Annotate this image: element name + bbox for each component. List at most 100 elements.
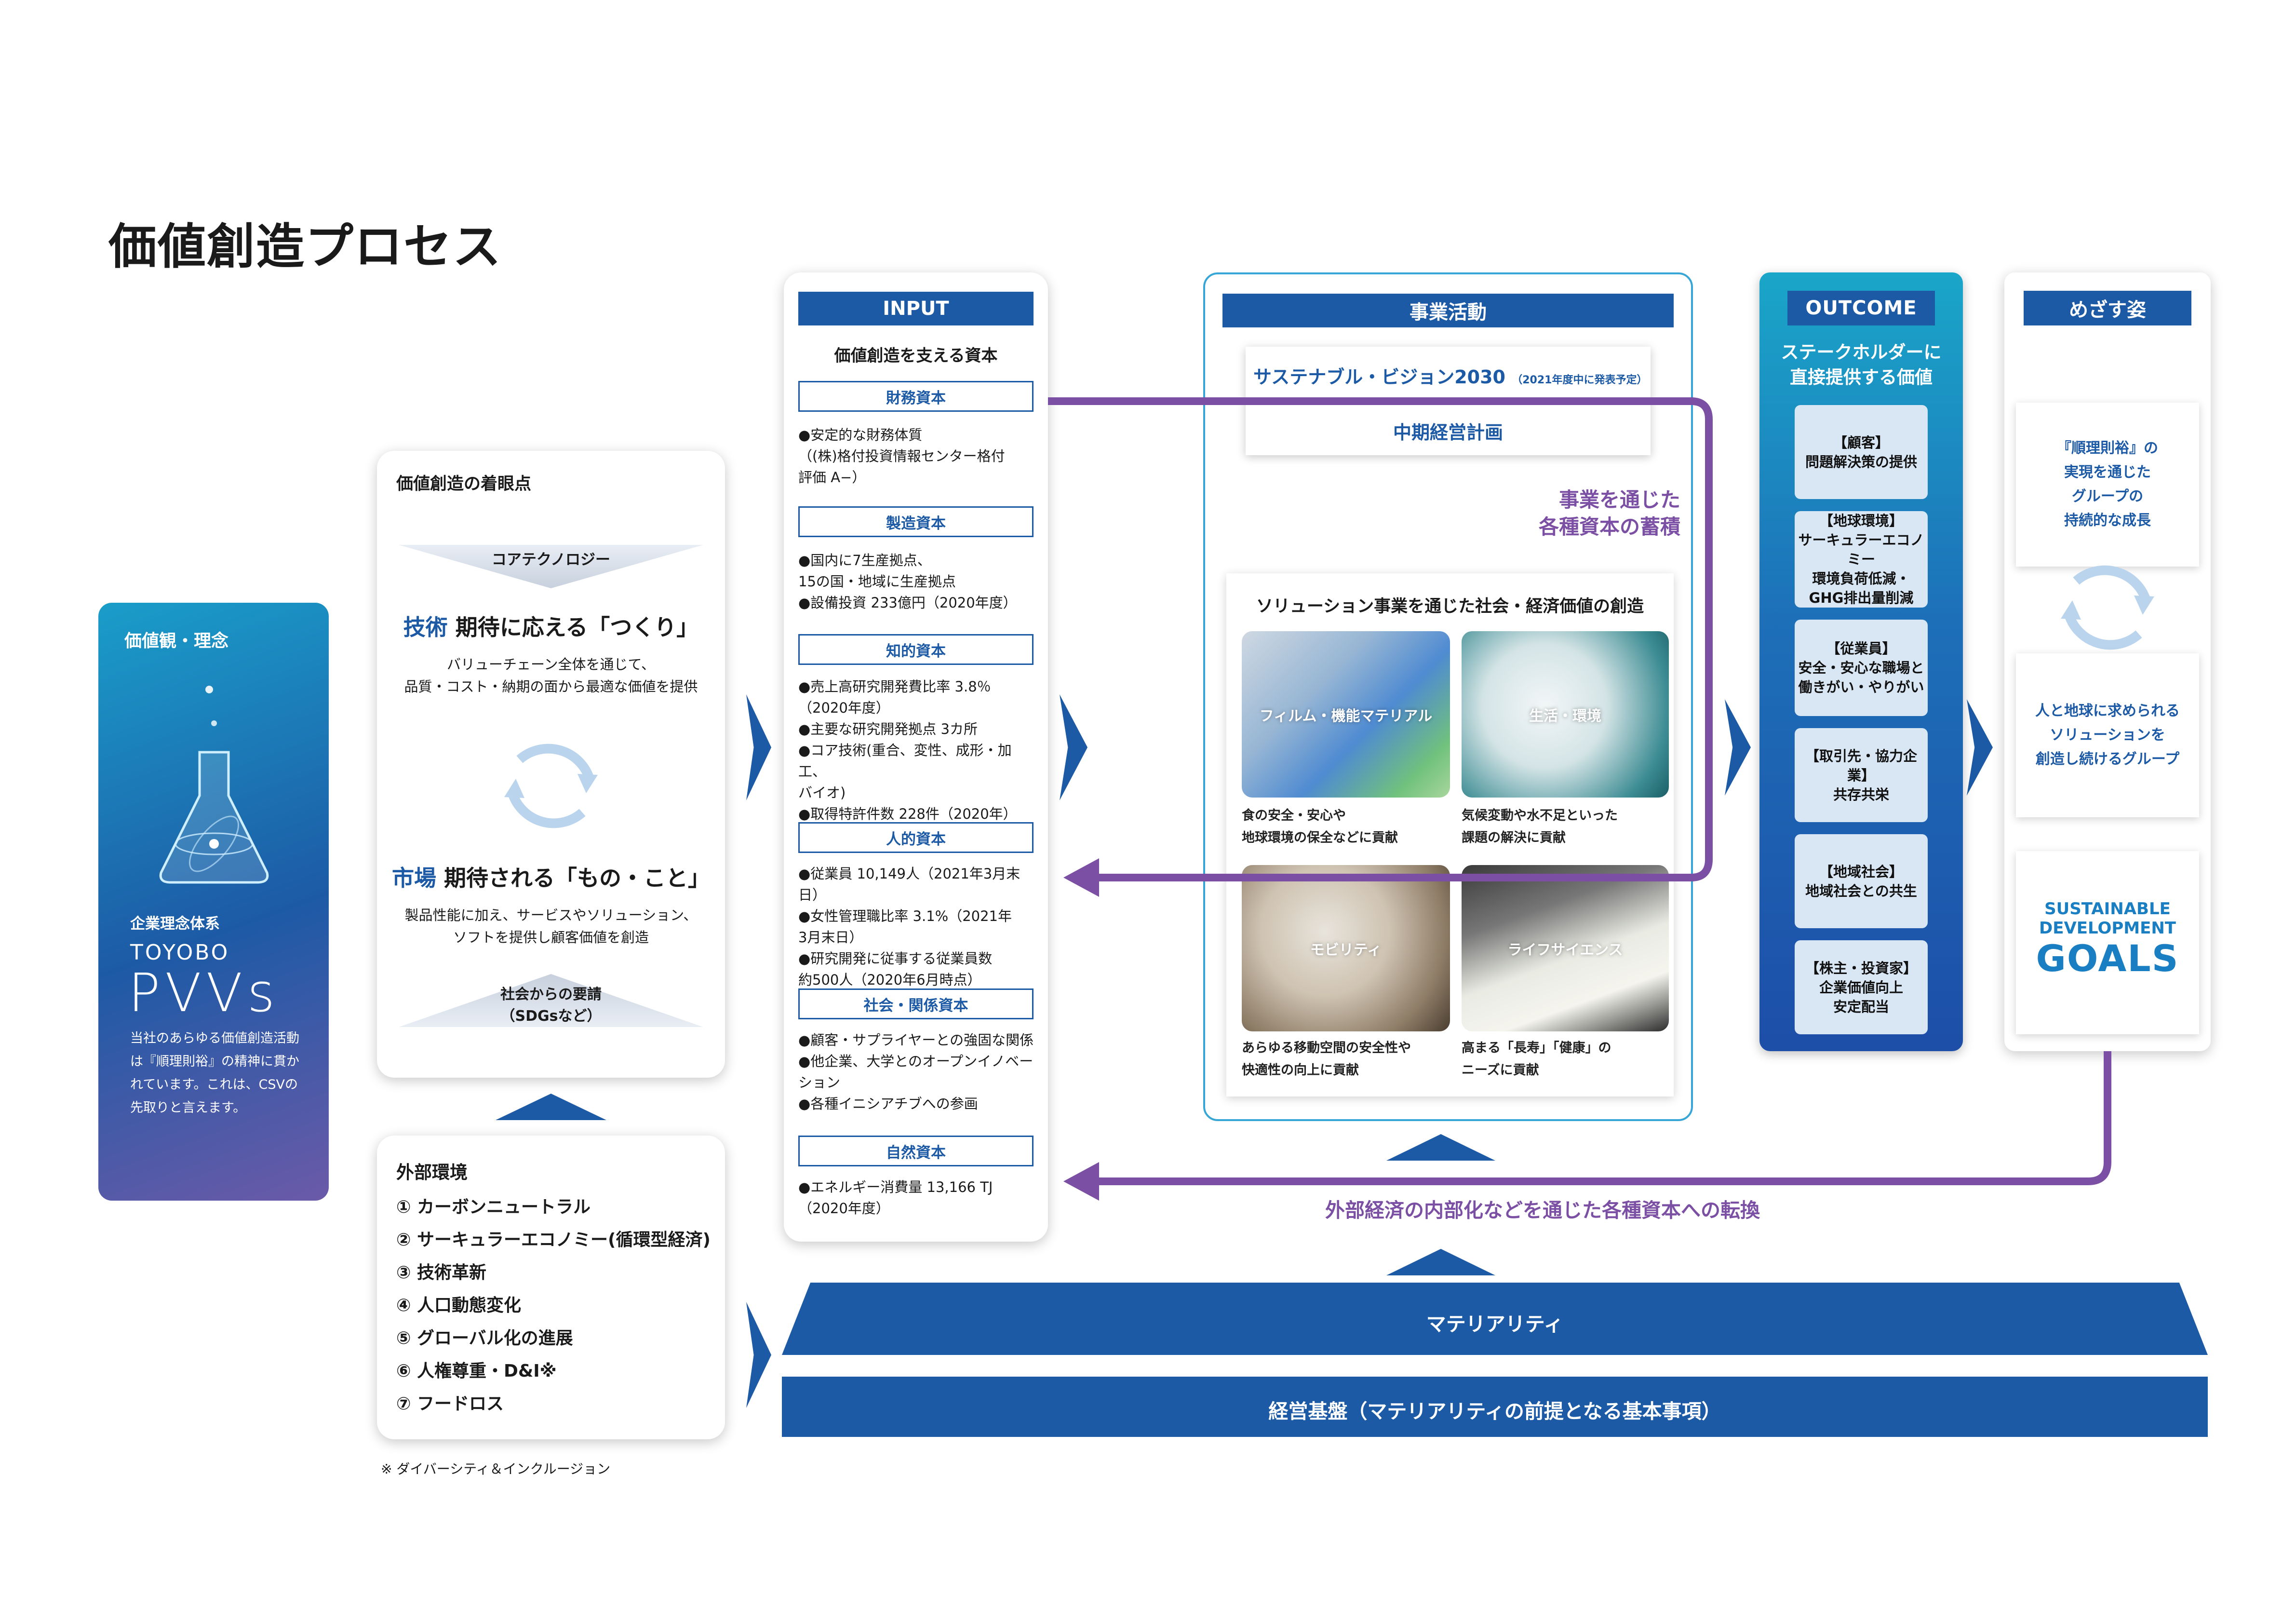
accumulation-arrowhead bbox=[1063, 858, 1099, 897]
goal-box-1: 『順理則裕』の 実現を通じた グループの 持続的な成長 bbox=[2016, 403, 2199, 567]
capital-item: ●売上高研究開発費比率 3.8％ （2020年度） bbox=[798, 678, 991, 716]
conversion-arrowhead bbox=[1063, 1162, 1099, 1201]
tile-label: モビリティ bbox=[1310, 941, 1382, 959]
business-frame: 事業活動 サステナブル・ビジョン2030 （2021年度中に発表予定） 中期経営… bbox=[1203, 272, 1693, 1121]
capital-item: ●研究開発に従事する従業員数 約500人（2020年6月時点） bbox=[798, 950, 993, 988]
vision-note: （2021年度中に発表予定） bbox=[1512, 374, 1648, 386]
outcome-item: 【顧客】 問題解決策の提供 bbox=[1795, 405, 1928, 499]
brand-pvvs-logo: PVVs bbox=[128, 962, 280, 1024]
outcome-header: OUTCOME bbox=[1787, 291, 1935, 325]
chevron-right-icon bbox=[1967, 699, 1993, 796]
outcome-item: 【株主・投資家】 企業価値向上 安定配当 bbox=[1795, 940, 1928, 1034]
capital-item: ●顧客・サプライヤーとの強固な関係 bbox=[798, 1032, 1034, 1048]
mid-term-plan: 中期経営計画 bbox=[1393, 422, 1503, 443]
external-item: ① カーボンニュートラル bbox=[396, 1197, 591, 1217]
capital-list: ●エネルギー消費量 13,166 TJ （2020年度） bbox=[798, 1177, 1039, 1219]
outcome-item: 【取引先・協力企業】 共存共栄 bbox=[1795, 728, 1928, 822]
tile-label: 生活・環境 bbox=[1529, 707, 1601, 725]
values-title: 価値観・理念 bbox=[124, 631, 229, 651]
external-item: ④ 人口動態変化 bbox=[396, 1296, 522, 1315]
capital-item: ●他企業、大学とのオープンイノベー ション bbox=[798, 1053, 1034, 1091]
materiality-label: マテリアリティ bbox=[1426, 1313, 1564, 1336]
external-card: 外部環境 ① カーボンニュートラル ② サーキュラーエコノミー(循環型経済) ③… bbox=[377, 1136, 725, 1439]
capital-header: 社会・関係資本 bbox=[798, 988, 1034, 1019]
tile-life-science-image: ライフサイエンス bbox=[1462, 865, 1669, 1031]
market-heading-text: 期待される「もの・こと」 bbox=[444, 865, 710, 891]
brand-toyobo: TOYOBO bbox=[130, 940, 230, 965]
capital-list: ●顧客・サプライヤーとの強固な関係 ●他企業、大学とのオープンイノベー ション … bbox=[798, 1029, 1039, 1114]
capital-list: ●国内に7生産拠点、 15の国・地域に生産拠点 ●設備投資 233億円（2020… bbox=[798, 550, 1039, 613]
chevron-right-icon bbox=[746, 694, 771, 800]
capital-header: 財務資本 bbox=[798, 381, 1034, 412]
capital-item: ●従業員 10,149人（2021年3月末日） bbox=[798, 866, 1020, 903]
materiality-band: マテリアリティ bbox=[782, 1283, 2208, 1355]
goal-card: めざす姿 『順理則裕』の 実現を通じた グループの 持続的な成長 人と地球に求め… bbox=[2004, 272, 2211, 1051]
vision-divider bbox=[1246, 401, 1651, 402]
tech-heading-text: 期待に応える「つくり」 bbox=[455, 614, 699, 640]
cycle-arrows-icon bbox=[504, 744, 598, 828]
goal-header: めざす姿 bbox=[2024, 291, 2191, 325]
capital-item: ●安定的な財務体質 （(株)格付投資情報センター格付 評価 A−） bbox=[798, 427, 1005, 486]
page-title: 価値創造プロセス bbox=[108, 218, 502, 275]
input-header: INPUT bbox=[798, 292, 1034, 325]
outcome-item: 【従業員】 安全・安心な職場と 働きがい・やりがい bbox=[1795, 620, 1928, 716]
sdgs-line-3: GOALS bbox=[2036, 937, 2179, 980]
vision-title: サステナブル・ビジョン2030 （2021年度中に発表予定） bbox=[1253, 362, 1647, 389]
up-arrow-materiality bbox=[1386, 1249, 1495, 1275]
chevron-right-icon bbox=[1060, 694, 1088, 800]
tile-caption: 気候変動や水不足といった 課題の解決に貢献 bbox=[1462, 808, 1618, 845]
tech-description: バリューチェーン全体を通じて、 品質・コスト・納期の面から最適な価値を提供 bbox=[404, 656, 698, 695]
society-demand-label: 社会からの要請 bbox=[500, 986, 602, 1003]
up-arrow-focus bbox=[496, 1094, 606, 1120]
capital-item: ●取得特許件数 228件（2020年） bbox=[798, 806, 1017, 822]
tile-film-image: フィルム・機能マテリアル bbox=[1242, 631, 1450, 798]
vision-box: サステナブル・ビジョン2030 （2021年度中に発表予定） 中期経営計画 bbox=[1246, 347, 1651, 455]
sdgs-line-2: DEVELOPMENT bbox=[2039, 919, 2176, 938]
core-tech-label: コアテクノロジー bbox=[491, 551, 611, 568]
focus-card: 価値創造の着眼点 コアテクノロジー 技術 期待に応える「つくり」 バリューチェー… bbox=[377, 451, 725, 1078]
sdgs-logo: SUSTAINABLE DEVELOPMENT GOALS bbox=[2016, 851, 2199, 1034]
chevron-right-icon bbox=[746, 1302, 771, 1408]
capital-header: 人的資本 bbox=[798, 822, 1034, 853]
chevron-right-icon bbox=[1725, 699, 1751, 796]
cycle-arrows-icon bbox=[2061, 565, 2154, 650]
sdgs-note: （SDGsなど） bbox=[500, 1008, 602, 1025]
tile-label: ライフサイエンス bbox=[1507, 941, 1623, 959]
sdgs-line-1: SUSTAINABLE bbox=[2044, 899, 2171, 919]
solutions-title: ソリューション事業を通じた社会・経済価値の創造 bbox=[1256, 597, 1644, 616]
outcome-panel: OUTCOME ステークホルダーに 直接提供する価値 【顧客】 問題解決策の提供… bbox=[1759, 272, 1963, 1051]
tech-heading: 技術 期待に応える「つくり」 bbox=[377, 610, 725, 642]
tile-mobility-image: モビリティ bbox=[1242, 865, 1450, 1031]
tile-label: フィルム・機能マテリアル bbox=[1259, 707, 1433, 725]
capital-item: ●設備投資 233億円（2020年度） bbox=[798, 595, 1017, 611]
input-card: INPUT 価値創造を支える資本 財務資本 ●安定的な財務体質 （(株)格付投資… bbox=[784, 272, 1048, 1242]
tile-living-image: 生活・環境 bbox=[1462, 631, 1669, 798]
capital-list: ●従業員 10,149人（2021年3月末日） ●女性管理職比率 3.1%（20… bbox=[798, 863, 1039, 990]
market-heading: 市場 期待される「もの・こと」 bbox=[377, 861, 725, 893]
tile-caption: 高まる「長寿」「健康」の ニーズに貢献 bbox=[1462, 1041, 1611, 1078]
goal-box-2: 人と地球に求められる ソリューションを 創造し続けるグループ bbox=[2016, 653, 2199, 817]
business-header: 事業活動 bbox=[1222, 294, 1674, 327]
outcome-item: 【地球環境】 サーキュラーエコノミー 環境負荷低減・ GHG排出量削減 bbox=[1795, 511, 1928, 608]
capital-item: ●国内に7生産拠点、 15の国・地域に生産拠点 bbox=[798, 552, 956, 590]
up-arrow-business bbox=[1386, 1134, 1495, 1161]
external-title: 外部環境 bbox=[396, 1162, 468, 1183]
tile-caption: あらゆる移動空間の安全性や 快適性の向上に貢献 bbox=[1242, 1041, 1411, 1078]
capital-header: 自然資本 bbox=[798, 1136, 1034, 1166]
feedback-label: 外部経済の内部化などを通じた各種資本への転換 bbox=[1325, 1199, 1760, 1222]
capital-header: 製造資本 bbox=[798, 506, 1034, 537]
foundation-label: 経営基盤（マテリアリティの前提となる基本事項） bbox=[1268, 1400, 1721, 1423]
flask-icon bbox=[159, 686, 269, 884]
outcome-subtitle: ステークホルダーに 直接提供する価値 bbox=[1781, 342, 1942, 388]
capital-item: ●各種イニシアチブへの参画 bbox=[798, 1096, 978, 1112]
capital-item: ●主要な研究開発拠点 3カ所 bbox=[798, 721, 978, 737]
external-item: ③ 技術革新 bbox=[396, 1263, 487, 1283]
values-description: 当社のあらゆる価値創造活動は『順理則裕』の精神に貫かれています。これは、CSVの… bbox=[130, 1031, 299, 1115]
focus-title: 価値創造の着眼点 bbox=[396, 474, 532, 494]
external-list: ① カーボンニュートラル ② サーキュラーエコノミー(循環型経済) ③ 技術革新… bbox=[396, 1191, 711, 1421]
tech-prefix: 技術 bbox=[403, 614, 448, 640]
market-prefix: 市場 bbox=[391, 865, 436, 891]
vision-text: サステナブル・ビジョン2030 bbox=[1253, 366, 1506, 388]
capital-item: ●女性管理職比率 3.1%（2021年 3月末日） bbox=[798, 908, 1012, 946]
external-footnote: ※ ダイバーシティ＆インクルージョン bbox=[381, 1461, 611, 1477]
